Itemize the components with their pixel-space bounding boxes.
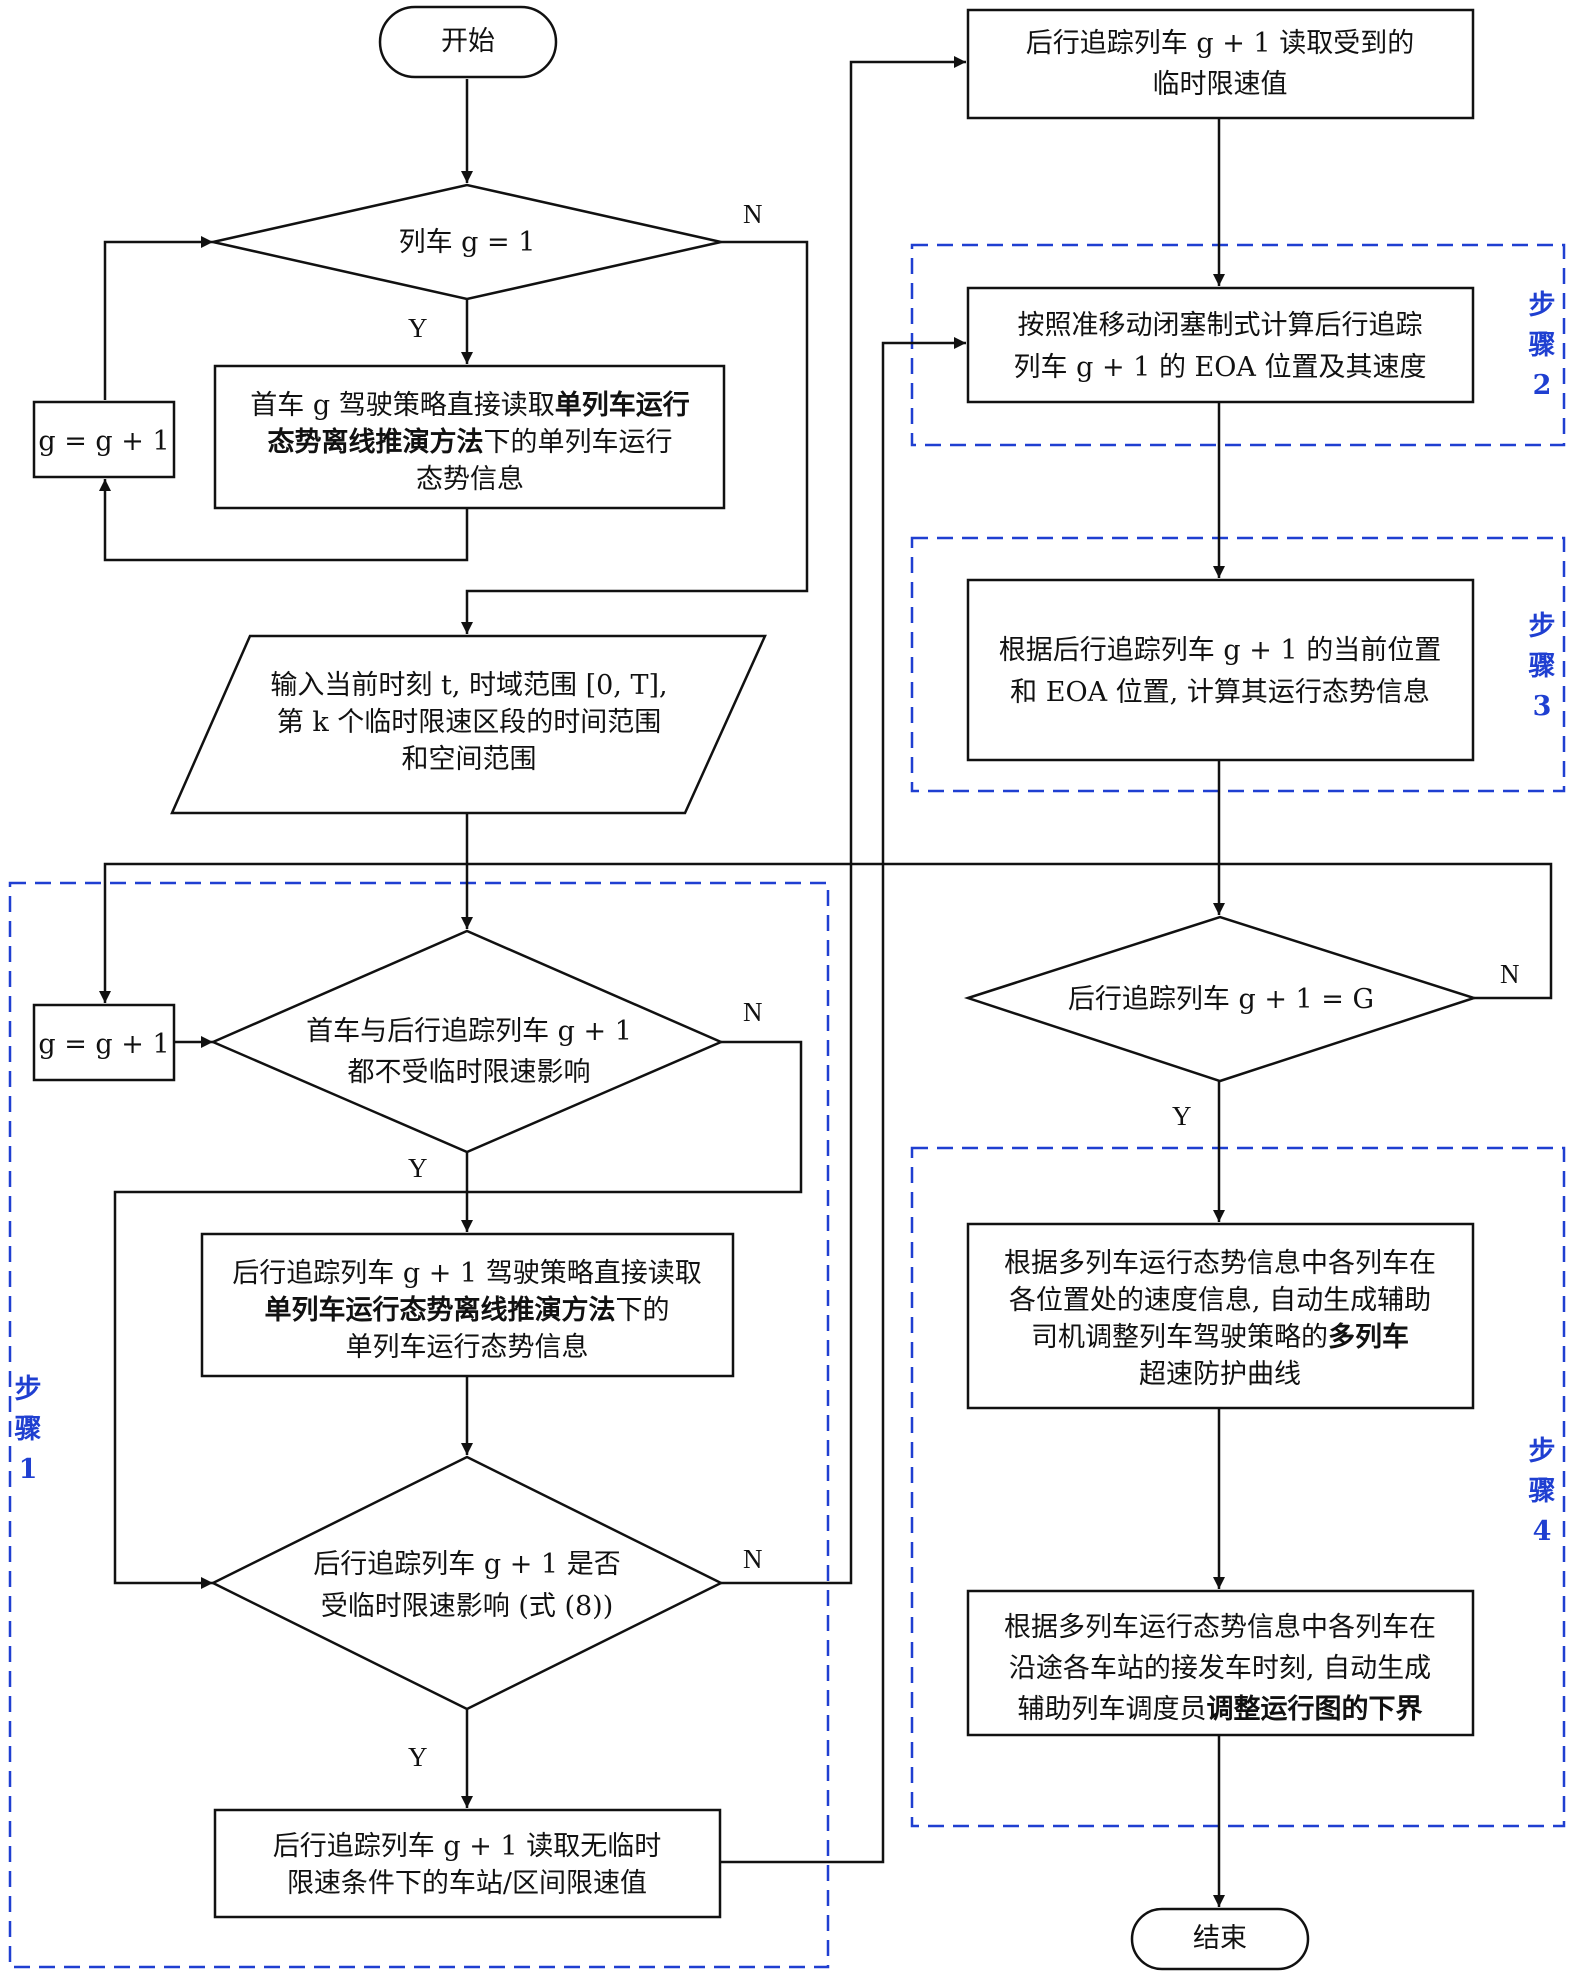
box-eoa	[966, 286, 1475, 404]
step-3-label-b: 骤	[1529, 651, 1556, 682]
d4-yes-label: Y	[1172, 1101, 1192, 1131]
step-2-label-c: 2	[1533, 370, 1552, 401]
counter-g-plus-1-top	[32, 400, 176, 479]
edge-d1-no	[461, 240, 809, 634]
box-tsr-read-line2: 临时限速值	[1153, 69, 1288, 100]
input-line2: 第 k 个临时限速区段的时间范围	[277, 707, 662, 738]
step-1-label-a: 步	[15, 1374, 42, 1405]
box-state-line2: 和 EOA 位置, 计算其运行态势信息	[1010, 677, 1430, 708]
step-4-frame	[910, 1146, 1566, 1828]
input-parallelogram	[170, 634, 767, 815]
step-4-label-b: 骤	[1529, 1476, 1556, 1507]
step-1-label-b: 骤	[15, 1414, 42, 1445]
step-2-label-a: 步	[1529, 290, 1556, 321]
step-3-label-c: 3	[1533, 691, 1552, 722]
d3-no-label: N	[743, 1544, 763, 1574]
decision-last-train	[963, 915, 1479, 1083]
box-tsr-read-line1: 后行追踪列车 g + 1 读取受到的	[1026, 28, 1414, 59]
edge-notsr-eoa	[720, 337, 966, 1864]
step-3-label-a: 步	[1529, 611, 1556, 642]
decision-no-tsr-both	[209, 929, 725, 1154]
d1-yes-label: Y	[408, 313, 428, 343]
box-state	[966, 578, 1475, 762]
step-2-label-b: 骤	[1529, 330, 1556, 361]
d3-yes-label: Y	[408, 1742, 428, 1772]
step-1-label-c: 1	[19, 1454, 38, 1485]
box-first-train-line1: 首车 g 驾驶策略直接读取单列车运行	[250, 389, 689, 421]
input-line3: 和空间范围	[402, 744, 537, 775]
box-follow-read	[200, 1232, 735, 1378]
box-curve-line3: 司机调整列车驾驶策略的多列车	[1031, 1321, 1409, 1353]
edge-d2-no	[113, 1040, 803, 1589]
start-label: 开始	[441, 26, 495, 57]
box-curve-line1: 根据多列车运行态势信息中各列车在	[1004, 1248, 1436, 1279]
box-eoa-line2: 列车 g + 1 的 EOA 位置及其速度	[1014, 352, 1427, 383]
step-3-frame	[910, 536, 1566, 793]
box-lower-bound	[966, 1589, 1475, 1737]
box-lower-line2: 沿途各车站的接发车时刻, 自动生成	[1009, 1653, 1431, 1684]
box-no-tsr-line1: 后行追踪列车 g + 1 读取无临时	[273, 1831, 661, 1862]
step-4-label-c: 4	[1533, 1516, 1552, 1547]
decision-d3-line2: 受临时限速影响 (式 (8))	[321, 1591, 613, 1622]
box-first-train-line3: 态势信息	[416, 464, 524, 495]
step-1-frame	[8, 881, 830, 1969]
box-state-line1: 根据后行追踪列车 g + 1 的当前位置	[999, 635, 1441, 666]
box-protection-curve	[966, 1222, 1475, 1410]
end-label: 结束	[1193, 1923, 1247, 1954]
d4-no-label: N	[1500, 959, 1520, 989]
decision-d3-line1: 后行追踪列车 g + 1 是否	[313, 1549, 620, 1580]
box-first-train	[213, 364, 726, 510]
d2-yes-label: Y	[408, 1153, 428, 1183]
edge-first-counter	[99, 479, 469, 562]
decision-d1-text: 列车 g = 1	[399, 227, 536, 258]
step-2-frame	[910, 243, 1566, 447]
box-no-tsr-line2: 限速条件下的车站/区间限速值	[287, 1868, 647, 1899]
edge-d3-no	[721, 56, 966, 1585]
edge-d4-no	[99, 862, 1553, 1003]
box-follow-read-line3: 单列车运行态势信息	[346, 1332, 589, 1363]
decision-d4-text: 后行追踪列车 g + 1 = G	[1068, 984, 1374, 1015]
box-curve-line2: 各位置处的速度信息, 自动生成辅助	[1009, 1285, 1431, 1316]
decision-d2-line2: 都不受临时限速影响	[348, 1057, 591, 1088]
box-eoa-line1: 按照准移动闭塞制式计算后行追踪	[1018, 310, 1423, 341]
edge-counter-d1	[103, 236, 213, 400]
box-lower-line3: 辅助列车调度员调整运行图的下界	[1018, 1693, 1423, 1725]
d2-no-label: N	[743, 997, 763, 1027]
input-line1: 输入当前时刻 t, 时域范围 [0, T],	[270, 670, 667, 701]
counter-c1-text: g = g + 1	[38, 426, 169, 457]
box-follow-read-line2: 单列车运行态势离线推演方法下的	[265, 1294, 670, 1326]
end-terminal	[1130, 1907, 1310, 1971]
step-4-label-a: 步	[1529, 1436, 1556, 1467]
decision-tsr-affected	[210, 1455, 724, 1711]
box-first-train-line2: 态势离线推演方法下的单列车运行	[268, 426, 673, 458]
box-no-tsr	[213, 1808, 722, 1919]
counter-c2-text: g = g + 1	[38, 1029, 169, 1060]
box-follow-read-line1: 后行追踪列车 g + 1 驾驶策略直接读取	[232, 1258, 701, 1289]
decision-train-g-1	[212, 183, 722, 301]
counter-g-plus-1-middle	[32, 1003, 176, 1082]
box-tsr-read	[966, 8, 1475, 120]
box-curve-line4: 超速防护曲线	[1139, 1359, 1301, 1390]
start-terminal	[378, 5, 558, 79]
box-lower-line1: 根据多列车运行态势信息中各列车在	[1004, 1612, 1436, 1643]
d1-no-label: N	[743, 199, 763, 229]
decision-d2-line1: 首车与后行追踪列车 g + 1	[306, 1016, 632, 1047]
